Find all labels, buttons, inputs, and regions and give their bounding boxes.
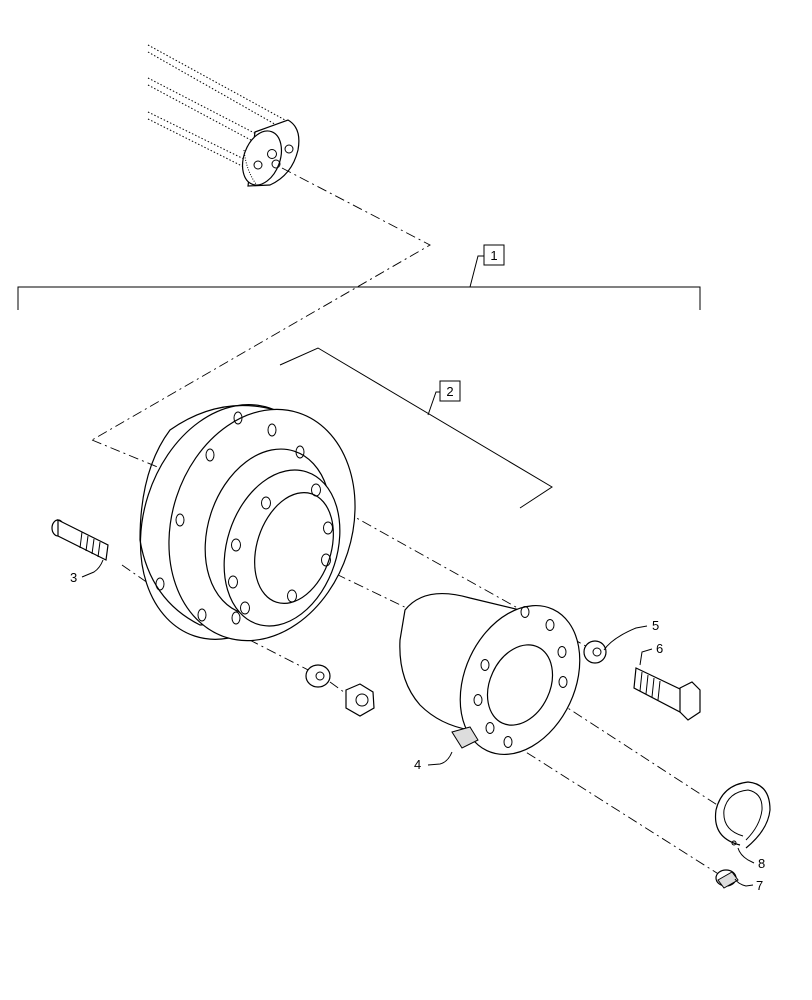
bushing-4 — [399, 592, 581, 756]
callout-6-label: 6 — [656, 641, 663, 656]
lock-washer-5 — [583, 640, 607, 664]
callout-2-label: 2 — [446, 384, 453, 399]
plug-7 — [715, 869, 739, 889]
callout-3-label: 3 — [70, 570, 77, 585]
washer-left — [305, 664, 331, 688]
nut-left — [345, 683, 375, 717]
shaft — [147, 44, 300, 187]
leader-lines — [81, 559, 755, 887]
callout-8-label: 8 — [758, 856, 765, 871]
callout-1: 1 — [483, 244, 505, 266]
callout-5-label: 5 — [652, 618, 659, 633]
bolt-3 — [51, 519, 109, 561]
callout-4-label: 4 — [414, 757, 421, 772]
callout-1-label: 1 — [490, 248, 497, 263]
bolt-6 — [633, 667, 701, 721]
group-bracket-1 — [17, 255, 701, 310]
group-bracket-2 — [279, 347, 553, 509]
hub-flange — [139, 404, 356, 642]
center-lines — [91, 167, 726, 876]
retaining-ring-8 — [714, 781, 771, 849]
callout-7-label: 7 — [756, 878, 763, 893]
callout-2: 2 — [439, 380, 461, 402]
